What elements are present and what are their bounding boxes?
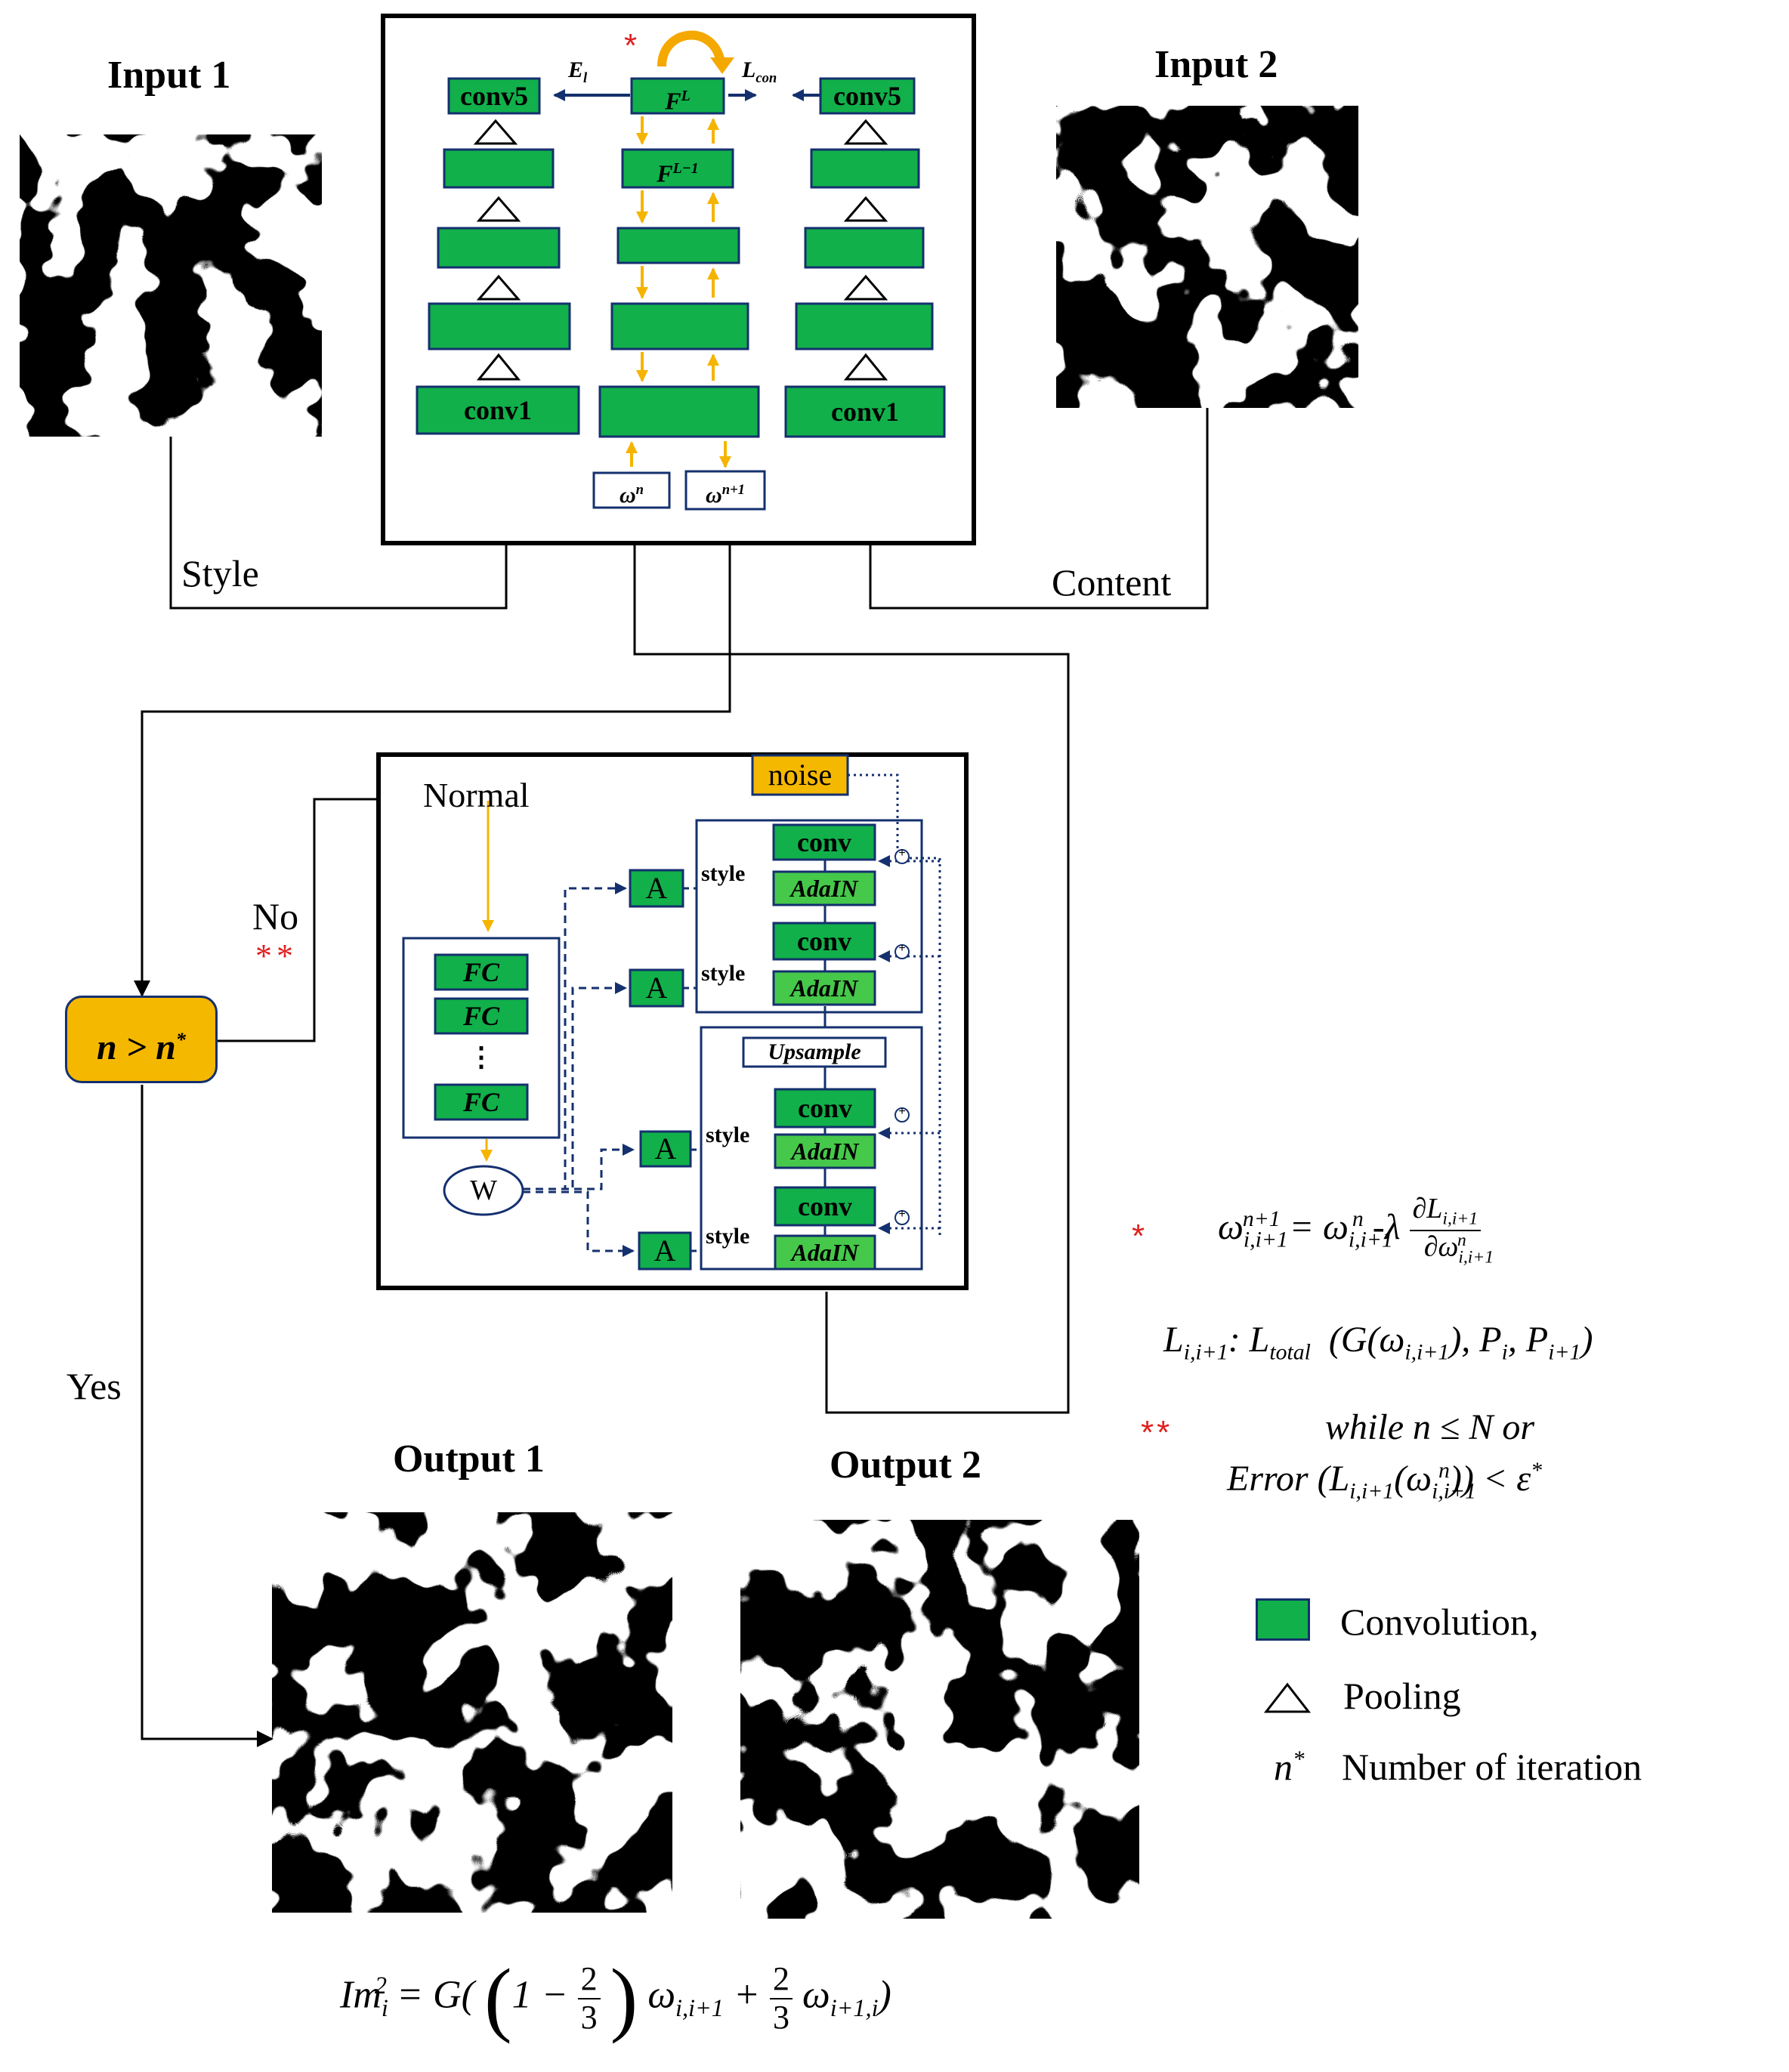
input1-title: Input 1 bbox=[107, 54, 231, 97]
upsample-label: Upsample bbox=[768, 1039, 861, 1064]
affine-a2: A bbox=[645, 971, 668, 1005]
update-star-marker: * bbox=[624, 27, 638, 64]
content-label: Content bbox=[1052, 561, 1172, 604]
synth-conv-3: conv bbox=[798, 1093, 852, 1123]
synth-adain-1: AdaIN bbox=[790, 875, 858, 902]
update-rule: ωi,i+1n+1 = ωi,i+1n -λ ∂Li,i+1 ∂ωi,i+1n bbox=[1218, 1193, 1494, 1267]
loss-definition: Li,i+1: Ltotal (G(ωi,i+1), Pi, Pi+1) bbox=[1163, 1320, 1593, 1365]
noise-add-1: + bbox=[898, 847, 906, 860]
generator-panel bbox=[376, 752, 969, 1290]
conv1-left-label: conv1 bbox=[464, 395, 532, 425]
loss-right-label: Lcon bbox=[742, 57, 777, 86]
legend-pooling-label: Pooling bbox=[1343, 1675, 1461, 1717]
style-tag-3: style bbox=[706, 1122, 750, 1147]
decision-label: n > n* bbox=[97, 1027, 186, 1067]
legend-iteration-label: Number of iteration bbox=[1342, 1746, 1642, 1788]
output1-title: Output 1 bbox=[393, 1437, 545, 1481]
noise-label: noise bbox=[768, 758, 833, 792]
synth-adain-2: AdaIN bbox=[790, 974, 858, 1002]
output2-title: Output 2 bbox=[830, 1444, 981, 1487]
feature-extractor-panel bbox=[381, 14, 976, 545]
decision-box bbox=[65, 996, 218, 1083]
conv5-right-label: conv5 bbox=[833, 81, 901, 111]
noise-add-4: + bbox=[898, 1208, 906, 1221]
w-latent: W bbox=[470, 1175, 497, 1206]
generated-features-column bbox=[592, 30, 766, 511]
fc-2: FC bbox=[462, 1001, 500, 1031]
output2-image bbox=[740, 1520, 1139, 1919]
noise-add-3: + bbox=[898, 1105, 906, 1118]
legend-convolution-label: Convolution, bbox=[1340, 1601, 1539, 1643]
stop-condition-stars: ** bbox=[1141, 1414, 1173, 1451]
normal-label: Normal bbox=[423, 776, 530, 814]
interpolation-equation: Imi2 = G( (1 − 2 3 ) ωi,i+1 + 2 3 ωi+1,i… bbox=[340, 1952, 891, 2044]
affine-a1: A bbox=[645, 871, 668, 905]
loss-left-label: El bbox=[568, 57, 588, 86]
synth-conv-4: conv bbox=[798, 1191, 852, 1221]
yes-label: Yes bbox=[66, 1365, 122, 1407]
synth-adain-3: AdaIN bbox=[791, 1138, 859, 1165]
synth-conv-1: conv bbox=[797, 827, 851, 857]
fc-ellipsis: ⋮ bbox=[468, 1042, 495, 1072]
style-label: Style bbox=[181, 552, 259, 594]
fc-1: FC bbox=[462, 957, 500, 987]
input2-image bbox=[1056, 106, 1358, 408]
conv5-left-label: conv5 bbox=[460, 81, 528, 111]
synth-conv-2: conv bbox=[797, 926, 851, 956]
legend-n-star-symbol: n* bbox=[1274, 1745, 1305, 1788]
legend-pooling-icon bbox=[1263, 1682, 1312, 1713]
update-rule-star: * bbox=[1132, 1218, 1145, 1255]
feature-next-label: FL−1 bbox=[657, 159, 699, 187]
style-tag-2: style bbox=[701, 961, 746, 986]
input2-title: Input 2 bbox=[1154, 43, 1278, 86]
conv1-right-label: conv1 bbox=[831, 397, 899, 427]
stop-condition-line2: Error (Li,i+1(ωi,i+1n)) < ε* bbox=[1227, 1458, 1543, 1504]
noise-add-2: + bbox=[898, 942, 906, 955]
affine-a4: A bbox=[653, 1234, 676, 1268]
right-vgg-column bbox=[784, 77, 946, 438]
no-label: No bbox=[252, 895, 299, 937]
no-double-star: ** bbox=[255, 937, 298, 974]
affine-a3: A bbox=[654, 1132, 677, 1166]
left-vgg-column bbox=[416, 77, 580, 435]
input1-image bbox=[20, 134, 322, 437]
weight-n-box: ωn bbox=[619, 482, 644, 508]
stop-condition-line1: while n ≤ N or bbox=[1325, 1407, 1535, 1447]
output1-image bbox=[272, 1512, 672, 1913]
style-tag-1: style bbox=[701, 861, 746, 886]
weight-n1-box: ωn+1 bbox=[706, 482, 745, 508]
fc-4: FC bbox=[462, 1087, 500, 1117]
legend-convolution-swatch bbox=[1256, 1598, 1310, 1641]
feature-top-label: FL bbox=[665, 87, 691, 115]
synth-adain-4: AdaIN bbox=[791, 1239, 859, 1266]
style-tag-4: style bbox=[706, 1224, 750, 1249]
